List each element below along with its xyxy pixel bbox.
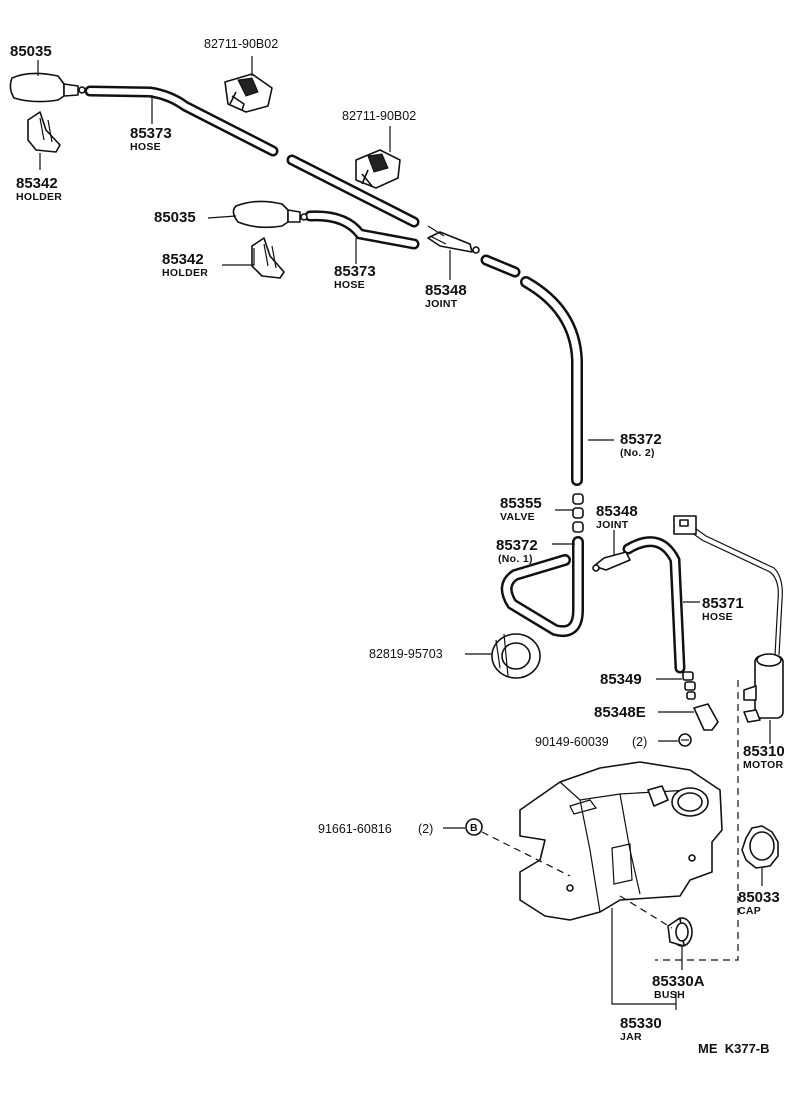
leader-lines (37, 56, 771, 1010)
label-joint-lower: JOINT (596, 519, 629, 531)
grommet (491, 633, 541, 679)
label-85035-lower: 85035 (154, 209, 196, 226)
check-valve (572, 493, 584, 533)
svg-text:B: B (470, 822, 478, 834)
label-motor: MOTOR (743, 759, 784, 771)
label-85348E: 85348E (594, 704, 646, 721)
label-clip-2: 82711-90B02 (342, 109, 416, 123)
label-85033: 85033 (738, 889, 780, 906)
label-85035-upper: 85035 (10, 43, 52, 60)
filter-85349 (682, 671, 696, 700)
dashed-guides (481, 680, 739, 961)
label-holder-upper: HOLDER (16, 191, 62, 203)
washer-nozzle-upper (9, 72, 86, 103)
washer-motor (743, 653, 784, 723)
bush (667, 917, 693, 947)
motor-connector (673, 515, 697, 535)
label-valve: VALVE (500, 511, 535, 523)
label-hose-85371: HOSE (702, 611, 733, 623)
joint-upper (427, 225, 480, 254)
hose-clip-2 (355, 149, 401, 189)
label-85355: 85355 (500, 495, 542, 512)
label-85330: 85330 (620, 1015, 662, 1032)
label-85373-upper: 85373 (130, 125, 172, 142)
label-85342-upper: 85342 (16, 175, 58, 192)
washer-nozzle-lower (232, 200, 308, 229)
label-no2: (No. 2) (620, 447, 655, 459)
label-hose-upper: HOSE (130, 141, 161, 153)
label-cap: CAP (738, 905, 761, 917)
label-91661: 91661-60816 (318, 822, 392, 836)
label-85330A: 85330A (652, 973, 705, 990)
label-85349: 85349 (600, 671, 642, 688)
bolt-91661: B (465, 818, 483, 836)
label-85371: 85371 (702, 595, 744, 612)
hose-clip-1 (224, 73, 273, 113)
label-85310: 85310 (743, 743, 785, 760)
labels: 85035 85342 HOLDER 85373 HOSE 82711-90B0… (10, 37, 785, 1056)
label-holder-lower: HOLDER (162, 267, 208, 279)
label-no1: (No. 1) (498, 553, 533, 565)
holder-upper (27, 111, 61, 153)
label-clip-1: 82711-90B02 (204, 37, 278, 51)
label-90149-qty: (2) (632, 735, 647, 749)
label-85348-lower: 85348 (596, 503, 638, 520)
label-91661-qty: (2) (418, 822, 433, 836)
elbow-joint (693, 703, 719, 731)
washer-jar (519, 761, 723, 921)
screw-90149 (678, 733, 692, 747)
label-jar: JAR (620, 1031, 642, 1043)
label-85372-no2: 85372 (620, 431, 662, 448)
label-90149: 90149-60039 (535, 735, 609, 749)
joint-lower (592, 551, 631, 572)
label-85342-lower: 85342 (162, 251, 204, 268)
diagram-code: ME K377-B (698, 1041, 770, 1056)
label-82819: 82819-95703 (369, 647, 443, 661)
label-joint-upper: JOINT (425, 298, 458, 310)
label-85373-lower: 85373 (334, 263, 376, 280)
holder-lower (251, 237, 285, 279)
tubes (84, 85, 783, 674)
label-85348-upper: 85348 (425, 282, 467, 299)
label-hose-lower: HOSE (334, 279, 365, 291)
label-bush: BUSH (654, 989, 685, 1001)
reservoir-cap (741, 825, 779, 869)
label-85372-no1: 85372 (496, 537, 538, 554)
